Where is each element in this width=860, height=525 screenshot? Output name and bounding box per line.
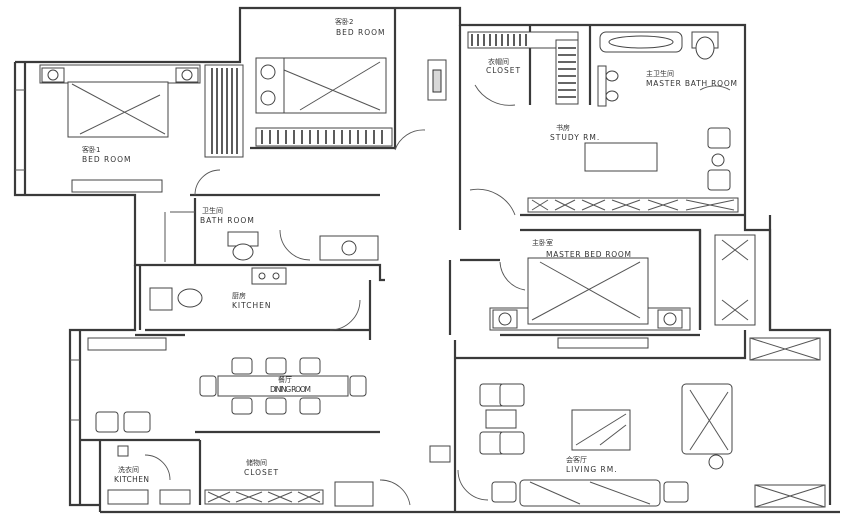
label-bedroom1-cn: 客卧1 xyxy=(82,145,100,154)
label-closet-bottom-en: CLOSET xyxy=(244,468,279,477)
study-furniture xyxy=(469,127,739,216)
label-living-en: LIVING RM. xyxy=(566,465,618,474)
label-study-en: STUDY RM. xyxy=(550,133,600,142)
label-master-bed-en: MASTER BED ROOM xyxy=(546,250,632,259)
windows xyxy=(15,89,826,508)
label-master-bath-cn: 主卫生间 xyxy=(646,69,674,78)
label-bedroom1-en: BED ROOM xyxy=(82,155,132,164)
label-bath-en: BATH ROOM xyxy=(200,216,255,225)
closet-master-bath-furniture xyxy=(467,31,731,107)
label-dining-cn: 餐厅 xyxy=(278,375,292,384)
label-master-bath-en: MASTER BATH ROOM xyxy=(646,79,738,88)
bath-furniture xyxy=(164,169,379,262)
bedroom2-furniture xyxy=(255,57,447,151)
dining-furniture xyxy=(87,337,367,433)
label-study-cn: 书房 xyxy=(556,123,570,132)
label-kitchen-en: KITCHEN xyxy=(232,301,272,310)
label-closet-bottom-cn: 储物间 xyxy=(246,458,267,467)
label-utility-en: KITCHEN xyxy=(114,475,150,484)
master-bedroom-furniture xyxy=(489,234,756,349)
kitchen-furniture xyxy=(149,267,361,331)
label-master-bed-cn: 主卧室 xyxy=(532,238,553,247)
label-bath-cn: 卫生间 xyxy=(202,206,223,215)
label-dining-en: DINING ROOM xyxy=(270,385,312,394)
label-closet-top-cn: 衣帽间 xyxy=(488,57,509,66)
label-bedroom2-en: BED ROOM xyxy=(336,28,386,37)
walls xyxy=(13,6,840,514)
label-utility-cn: 洗衣间 xyxy=(118,465,139,474)
bedroom1-furniture xyxy=(39,64,244,193)
label-closet-top-en: CLOSET xyxy=(486,66,521,75)
label-living-cn: 会客厅 xyxy=(566,455,587,464)
room-labels: 客卧2 BED ROOM 客卧1 BED ROOM 衣帽间 CLOSET 主卫生… xyxy=(82,17,738,484)
living-furniture xyxy=(429,383,733,507)
label-bedroom2-cn: 客卧2 xyxy=(335,17,353,26)
utility-closet-furniture xyxy=(107,445,411,507)
label-kitchen-cn: 厨房 xyxy=(232,291,246,300)
